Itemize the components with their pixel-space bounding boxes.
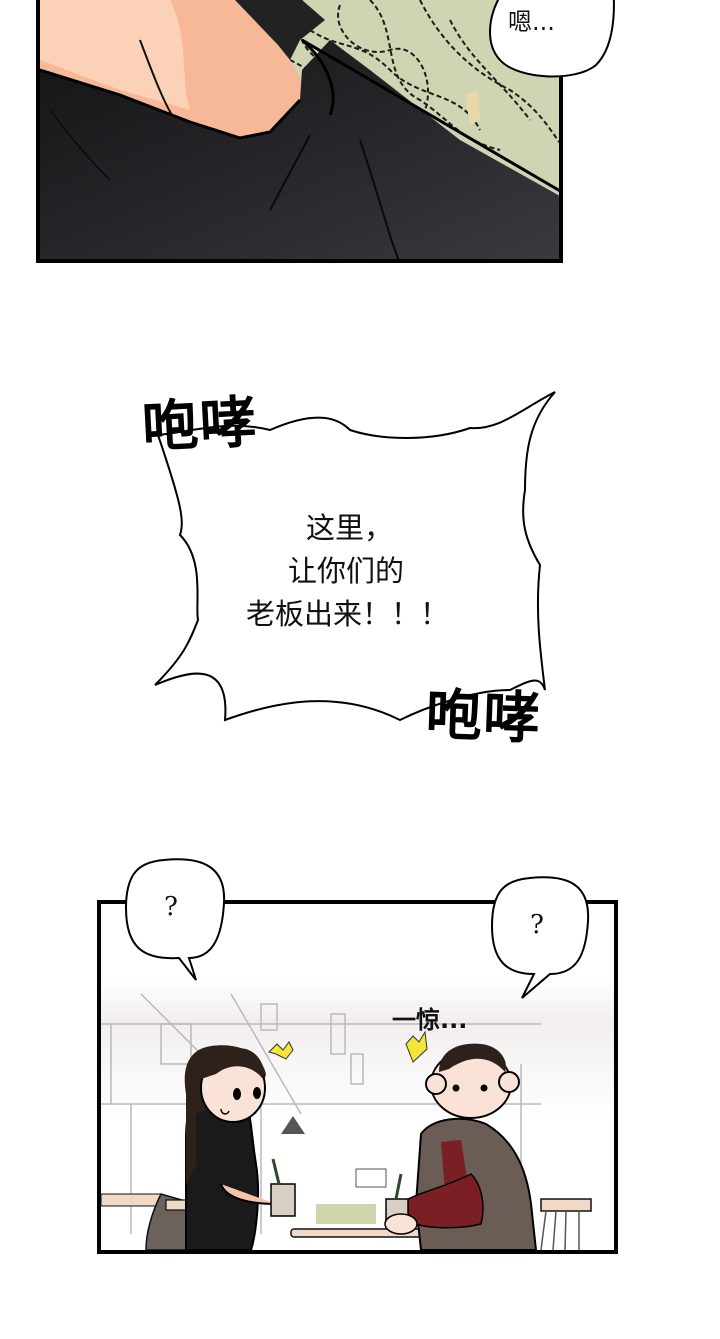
speech-bubble-question-right: ? (490, 876, 592, 1000)
panel-2: 这里， 让你们的 老板出来！！！ (120, 370, 580, 750)
speech-text: ? (164, 892, 178, 922)
speech-bubble-question-left: ? (124, 858, 228, 982)
speech-text: ? (530, 910, 544, 940)
speech-bubble-shape (124, 858, 226, 981)
shout-bubble-shape (154, 391, 556, 722)
panel-1 (36, 0, 563, 263)
panel-3-artwork (101, 979, 614, 1250)
panel-1-artwork (40, 0, 559, 259)
speech-bubble-shape (490, 876, 590, 999)
shout-line-1: 这里， (306, 511, 394, 545)
shout-line-3: 老板出来！！！ (246, 597, 450, 631)
shout-line-2: 让你们的 (288, 554, 405, 588)
sfx-roar-bottom: 咆哮 (424, 682, 543, 753)
speech-text: 嗯... (508, 8, 555, 36)
sfx-roar-top: 咆哮 (140, 390, 260, 461)
sfx-startled: 一惊... (392, 1006, 468, 1034)
speech-bubble-shape (489, 0, 615, 78)
speech-bubble-hmm: 嗯... (478, 0, 618, 85)
